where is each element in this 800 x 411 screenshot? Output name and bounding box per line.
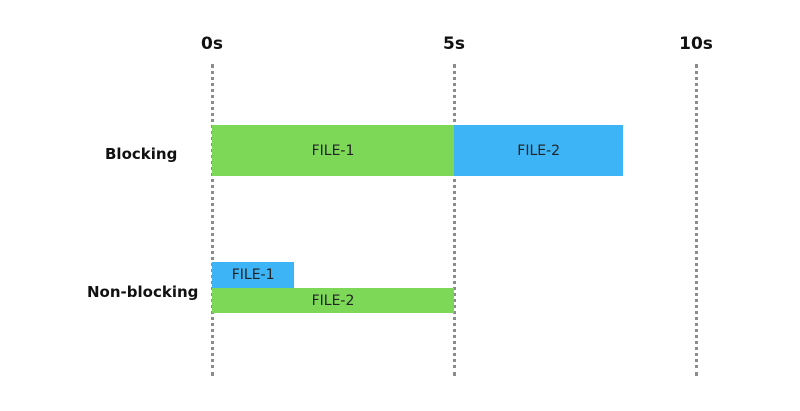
tick-label-5s: 5s (443, 34, 465, 54)
blocking-file-1-bar: FILE-1 (212, 125, 454, 176)
guide-line-5s (453, 64, 456, 376)
tick-label-0s: 0s (201, 34, 223, 54)
row-label-non-blocking: Non-blocking (87, 283, 199, 301)
guide-line-0s (211, 64, 214, 376)
non-blocking-file-1-bar: FILE-1 (212, 262, 295, 288)
blocking-file-2-bar: FILE-2 (454, 125, 624, 176)
tick-label-10s: 10s (679, 34, 713, 54)
row-label-blocking: Blocking (105, 145, 178, 163)
guide-line-10s (695, 64, 698, 376)
non-blocking-file-2-bar: FILE-2 (212, 288, 454, 313)
